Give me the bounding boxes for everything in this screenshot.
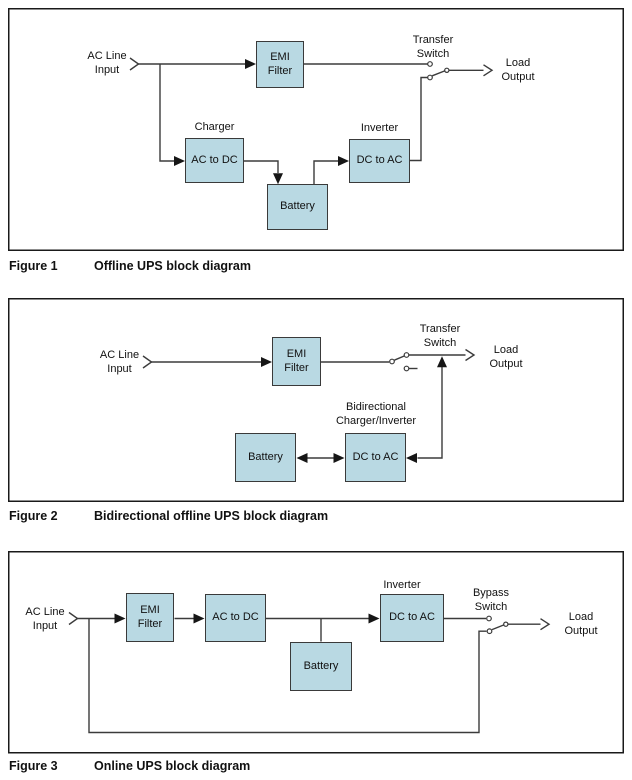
figure1-caption-number: Figure 1: [9, 259, 58, 273]
fig3-emi-filter-label-line2: Filter: [137, 617, 163, 630]
fig1-arrowheads: [174, 59, 349, 185]
fig1-load-output-label: Load Output: [501, 57, 535, 83]
figure2-caption: Figure 2 Bidirectional offline UPS block…: [9, 509, 328, 523]
fig2-connectors: [142, 348, 476, 459]
fig1-emi-filter-label-line2: Filter: [267, 64, 293, 77]
fig3-switch-blade: [491, 624, 504, 631]
fig2-emi-filter-label-line2: Filter: [284, 361, 309, 374]
figure3-caption-number: Figure 3: [9, 759, 58, 773]
fig2-transfer-switch-label: Transfer Switch: [419, 323, 461, 349]
fig3-bypass-path: [88, 618, 487, 734]
fig1-transfer-switch-symbol: [427, 61, 450, 81]
figure2-border: [8, 298, 624, 502]
figure2-caption-title: Bidirectional offline UPS block diagram: [94, 509, 329, 523]
figure2-caption-number: Figure 2: [9, 509, 58, 523]
figure1-caption-title: Offline UPS block diagram: [94, 259, 251, 273]
fig1-connectors: [129, 57, 494, 184]
fig3-ac-to-dc-label: AC to DC: [212, 611, 259, 624]
fig3-inverter-label: Inverter: [383, 579, 421, 591]
fig2-battery-label: Battery: [248, 450, 283, 463]
fig3-arrowheads: [114, 613, 380, 624]
fig3-dc-to-ac-box: DC to AC: [380, 594, 444, 642]
fig1-inverter-label: Inverter: [360, 122, 399, 134]
figure3-border: [8, 551, 624, 754]
fig2-bidirectional-label: Bidirectional Charger/Inverter: [335, 401, 417, 427]
fig3-dc-to-ac-label: DC to AC: [389, 611, 435, 624]
fig1-emi-filter-box: EMI Filter: [256, 41, 304, 88]
figure1-border: [8, 8, 624, 251]
fig3-ac-to-dc-box: AC to DC: [205, 594, 266, 642]
fig3-battery-box: Battery: [290, 642, 352, 691]
fig1-ac-to-dc-box: AC to DC: [185, 138, 244, 183]
fig1-ac-line-input-label: AC Line Input: [87, 50, 127, 76]
fig3-bypass-switch-label: Bypass Switch: [472, 587, 510, 613]
fig2-battery-box: Battery: [235, 433, 296, 482]
fig3-emi-filter-label-line1: EMI: [140, 604, 160, 616]
fig2-dc-to-ac-box: DC to AC: [345, 433, 406, 482]
fig1-switch-blade: [431, 69, 447, 77]
fig2-load-output-label: Load Output: [489, 344, 523, 370]
fig3-connectors: [68, 611, 551, 734]
fig3-ac-line-input-label: AC Line Input: [25, 606, 65, 632]
figure3-caption-title: Online UPS block diagram: [94, 759, 251, 773]
fig1-transfer-switch-label: Transfer Switch: [412, 34, 454, 60]
fig3-battery-label: Battery: [303, 659, 339, 672]
fig1-ac-to-dc-label: AC to DC: [191, 153, 238, 166]
fig2-output-chevron-icon: [465, 348, 476, 362]
fig3-emi-filter-box: EMI Filter: [126, 593, 174, 642]
fig3-bypass-switch-symbol: [486, 615, 509, 635]
fig2-emi-filter-box: EMI Filter: [272, 337, 321, 386]
fig2-dc-to-ac-label: DC to AC: [352, 450, 399, 463]
fig3-output-chevron-icon: [540, 618, 551, 631]
figure3-caption: Figure 3 Online UPS block diagram: [9, 759, 250, 773]
fig1-dc-to-ac-box: DC to AC: [349, 139, 410, 183]
figure1-caption: Figure 1 Offline UPS block diagram: [9, 259, 251, 273]
fig1-battery-box: Battery: [267, 184, 328, 230]
fig2-arrowheads: [261, 356, 447, 463]
fig2-switch-blade: [394, 355, 405, 361]
fig1-battery-label: Battery: [280, 200, 315, 213]
fig2-emi-filter-label-line1: EMI: [286, 348, 307, 360]
fig2-transfer-switch-symbol: [389, 352, 410, 372]
fig2-ac-line-input-label: AC Line Input: [99, 349, 140, 375]
fig1-emi-filter-label-line1: EMI: [270, 51, 290, 63]
fig1-dc-to-ac-label: DC to AC: [356, 154, 403, 167]
fig1-charger-label: Charger: [194, 121, 235, 133]
fig1-output-chevron-icon: [483, 64, 494, 77]
fig3-load-output-label: Load Output: [564, 611, 598, 637]
